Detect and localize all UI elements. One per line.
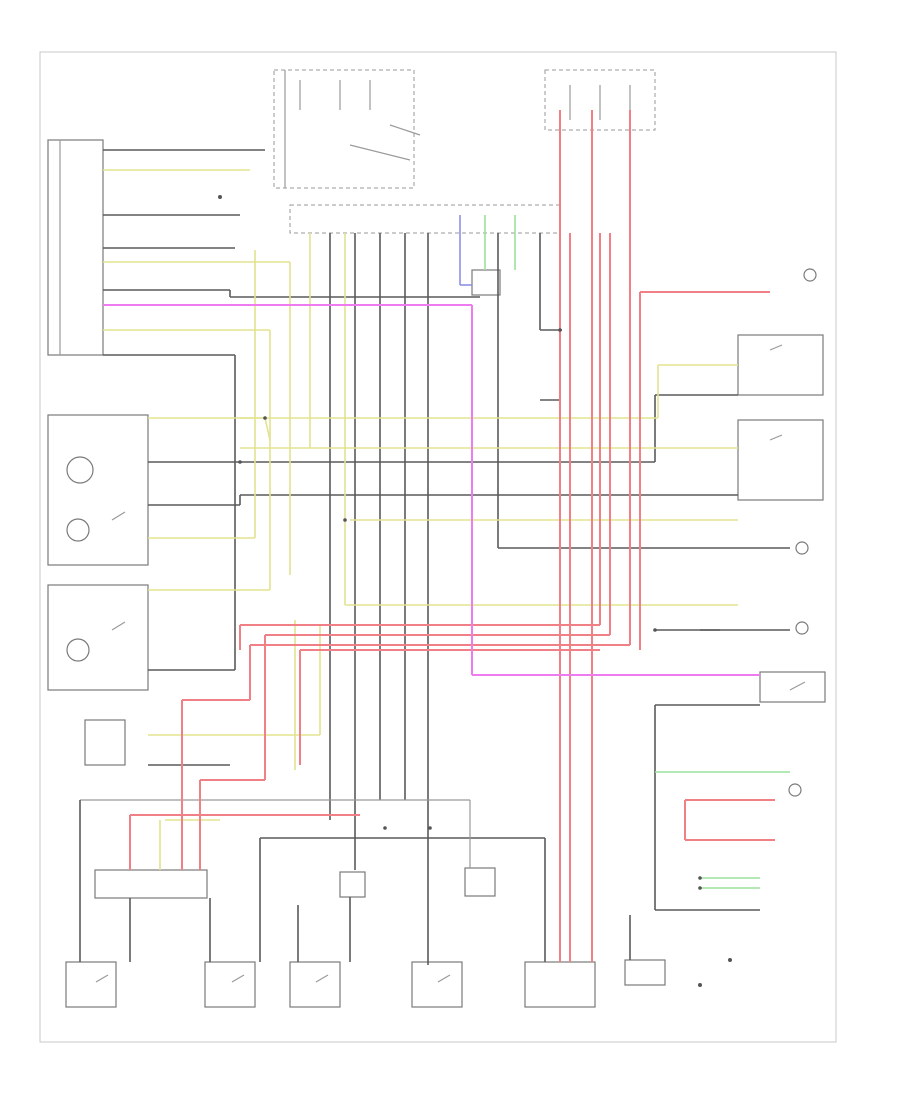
right-lamp-box-1	[737, 334, 824, 396]
fuse-box-right	[544, 69, 656, 131]
left-switch-block	[47, 139, 104, 356]
central-connector	[289, 204, 561, 234]
lamp-circle-1	[66, 456, 94, 484]
fuse-box-left	[273, 69, 415, 189]
bottom-lamp-2	[204, 961, 256, 1008]
door-switch-box	[47, 584, 149, 691]
bottom-lamp-5	[624, 959, 666, 986]
right-lamp-box-2	[737, 419, 824, 501]
bottom-lamp-4	[411, 961, 463, 1008]
rear-door-switch-box	[84, 719, 126, 766]
bottom-relay-1	[464, 867, 496, 897]
bottom-control-module	[94, 869, 208, 899]
bottom-relay-2	[339, 871, 366, 898]
lamp-circle-3	[66, 638, 90, 662]
headlamp-switch-box	[47, 414, 149, 566]
right-switch-box	[759, 671, 826, 703]
bottom-module-large	[524, 961, 596, 1008]
bottom-lamp-1	[65, 961, 117, 1008]
lamp-circle-2	[66, 518, 90, 542]
junction-block	[471, 269, 501, 296]
bottom-lamp-3	[289, 961, 341, 1008]
diagram-frame	[39, 51, 837, 1043]
